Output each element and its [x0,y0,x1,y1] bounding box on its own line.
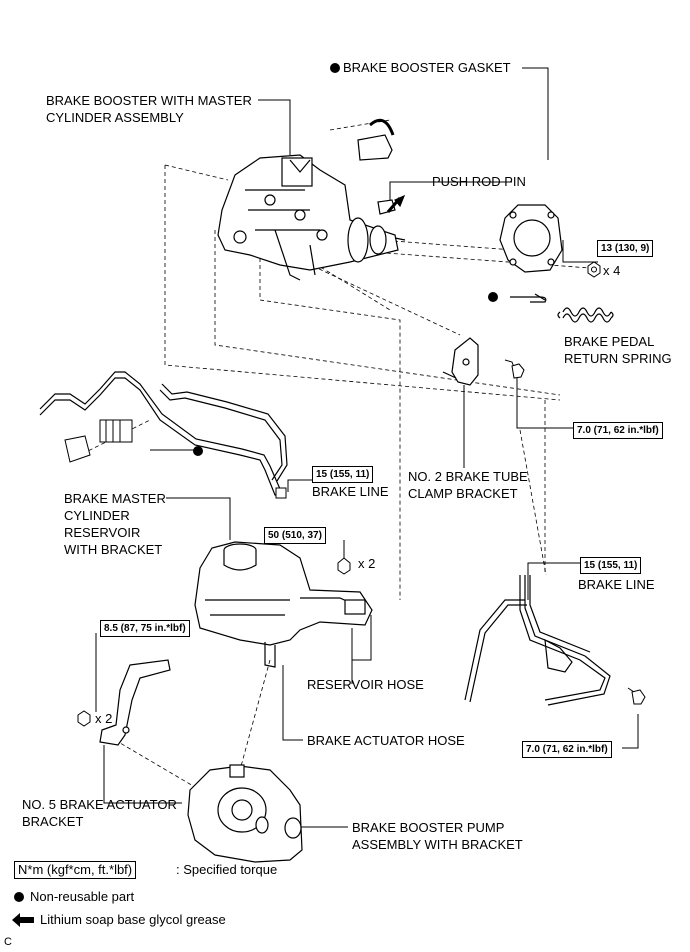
label-gasket: BRAKE BOOSTER GASKET [343,60,511,75]
nut-13 [587,261,601,278]
brake-line-1 [39,371,288,498]
leader-booster [258,99,291,155]
qty-x2-nut50: x 2 [358,556,376,571]
bolt-7a [504,359,525,379]
torque-50: 50 (510, 37) [264,527,326,544]
legend-torque-box: N*m (kgf*cm, ft.*lbf) [14,861,137,879]
leader-gasket [522,67,549,160]
label-brake-line-1: BRAKE LINE [312,484,389,499]
torque-15b: 15 (155, 11) [580,557,642,574]
corner-letter: C [4,936,12,948]
brake-line-2 [464,575,611,706]
label-reservoir-hose: RESERVOIR HOSE [307,677,424,692]
nonreusable-dot-clip [488,292,498,302]
torque-85: 8.5 (87, 75 in.*lbf) [100,620,190,637]
brake-booster-assembly [217,154,406,281]
legend-nonreusable-dot [14,892,24,902]
nonreusable-dot-line [193,446,203,456]
qty-x4: x 4 [603,263,621,278]
label-brake-line-2: BRAKE LINE [578,577,655,592]
legend-torque-text: : Specified torque [176,862,278,877]
connector-clip [357,118,395,161]
leader-brake-line-1 [287,479,312,492]
clip [510,293,547,303]
bolt-7b [627,687,646,705]
legend-grease: Lithium soap base glycol grease [40,912,226,927]
leader-reservoir-hose [351,615,372,661]
leader-actuator-hose [282,665,303,741]
label-actuator-hose: BRAKE ACTUATOR HOSE [307,733,465,748]
actuator-bracket [99,659,171,746]
push-rod-pin [377,194,406,215]
pump-assembly [187,764,303,863]
torque-15a: 15 (155, 11) [312,466,374,483]
nut-85 [77,710,91,727]
leader-actuator-bracket [103,745,182,804]
nut-50 [337,557,351,575]
leader-reservoir [166,497,231,540]
qty-x2-nut85: x 2 [95,711,113,726]
torque-7b: 7.0 (71, 62 in.*lbf) [522,741,612,758]
brake-pedal-return-spring [557,307,614,323]
leader-brake-line-2 [527,562,580,600]
torque-13: 13 (130, 9) [597,240,654,257]
tube-clamp-bracket [442,337,479,386]
leader-push-rod [389,181,512,200]
nonreusable-dot-gasket [330,63,340,73]
leader-torque-7a [516,375,573,429]
brake-line-clips [64,419,287,499]
leader-torque-13 [562,240,598,263]
brake-booster-gasket [499,204,563,273]
grease-arrow-icon [12,913,34,927]
torque-7a: 7.0 (71, 62 in.*lbf) [573,422,663,439]
leader-torque-7b [622,714,639,749]
label-push-rod-pin: PUSH ROD PIN [432,174,526,189]
legend-nonreusable: Non-reusable part [30,889,135,904]
reservoir-with-bracket [194,541,373,668]
